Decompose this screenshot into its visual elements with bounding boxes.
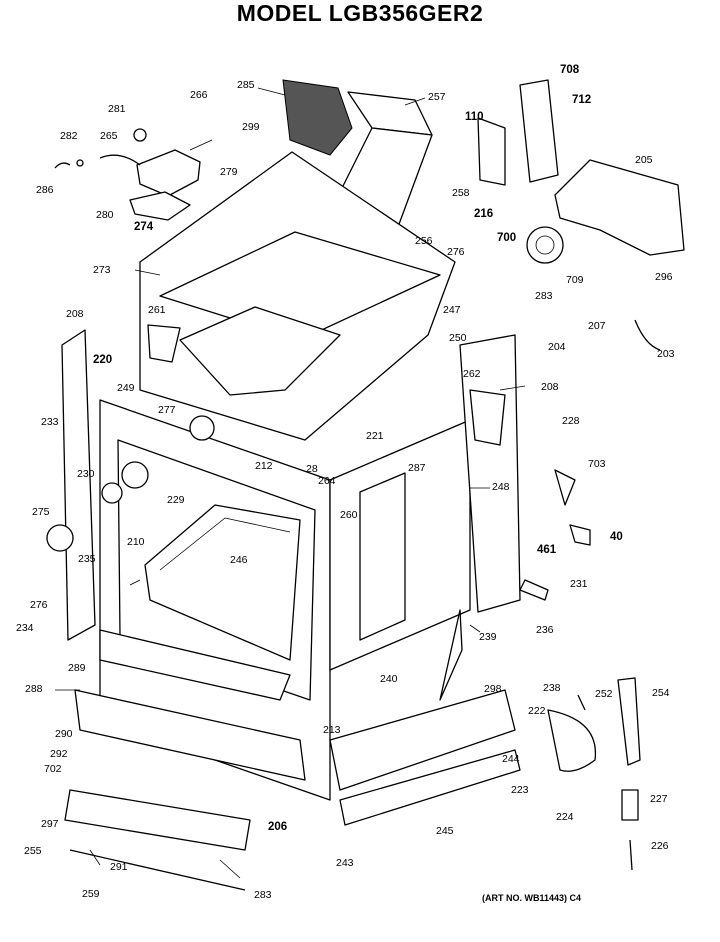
part-label: 700: [497, 232, 516, 244]
part-label: 234: [16, 622, 34, 634]
part-label: 283: [254, 889, 272, 901]
part-label: 288: [25, 683, 43, 695]
diagram-title: MODEL LGB356GER2: [236, 0, 484, 26]
part-label: 287: [408, 462, 426, 474]
part-label: 248: [492, 481, 510, 493]
part-label: 285: [237, 79, 255, 91]
part-label: 708: [560, 64, 580, 76]
part-label: 240: [380, 673, 398, 685]
part-label: 229: [167, 494, 185, 506]
part-label: 223: [511, 784, 529, 796]
part-label: 227: [650, 793, 668, 805]
part-label: 298: [484, 683, 502, 695]
part-label: 212: [255, 460, 273, 472]
part-label: 236: [536, 624, 554, 636]
part-label: 213: [323, 724, 341, 736]
part-label: 231: [570, 578, 588, 590]
part-label: 203: [657, 348, 675, 360]
part-label: 258: [452, 187, 470, 199]
part-label: 252: [595, 688, 613, 700]
control-bracket-708: [477, 79, 559, 186]
part-label: 712: [572, 94, 591, 106]
part-label: 244: [502, 753, 520, 765]
part-label: 292: [50, 748, 68, 760]
part-label: 210: [127, 536, 145, 548]
part-label: 262: [463, 368, 481, 380]
part-label: 273: [93, 264, 111, 276]
part-label: 281: [108, 103, 126, 115]
part-label: 239: [479, 631, 497, 643]
part-label: 226: [651, 840, 669, 852]
part-label: 702: [44, 763, 62, 775]
part-label: 286: [36, 184, 54, 196]
filter-screen-285: [282, 79, 353, 156]
part-label: 207: [588, 320, 606, 332]
part-label: 265: [100, 130, 118, 142]
part-label: 247: [443, 304, 461, 316]
part-label: 224: [556, 811, 574, 823]
part-label: 290: [55, 728, 73, 740]
part-label: 703: [588, 458, 606, 470]
part-label: 208: [541, 381, 559, 393]
part-label: 274: [134, 221, 154, 233]
part-label: 297: [41, 818, 59, 830]
part-label: 461: [537, 544, 557, 556]
part-label: 245: [436, 825, 454, 837]
part-label: 259: [82, 888, 100, 900]
part-label: 282: [60, 130, 78, 142]
part-label: 204: [548, 341, 566, 353]
part-label: 249: [117, 382, 135, 394]
part-label: 250: [449, 332, 467, 344]
part-label: 296: [655, 271, 673, 283]
part-label: 257: [428, 91, 446, 103]
part-label: 266: [190, 89, 208, 101]
part-label: 246: [230, 554, 248, 566]
part-label: 28: [306, 463, 318, 475]
part-label: 261: [148, 304, 166, 316]
part-label: 243: [336, 857, 354, 869]
part-label: 220: [93, 354, 112, 366]
part-label: 230: [77, 468, 95, 480]
part-label: 283: [535, 290, 553, 302]
part-label: 277: [158, 404, 176, 416]
part-label: 205: [635, 154, 653, 166]
part-label: 289: [68, 662, 86, 674]
cabinet-body: [46, 151, 521, 891]
part-label: 709: [566, 274, 584, 286]
part-label: 279: [220, 166, 238, 178]
part-label: 238: [543, 682, 561, 694]
part-number-labels: 285 266 257 708 712 281 299 110 282 265 …: [16, 64, 675, 901]
part-label: 280: [96, 209, 114, 221]
part-label: 264: [318, 475, 336, 487]
part-label: 110: [465, 111, 484, 123]
part-label: 222: [528, 705, 546, 717]
loose-parts-right: [519, 319, 661, 871]
part-label: 260: [340, 509, 358, 521]
burner-valve-assembly: [54, 128, 201, 221]
leader-lines: [55, 87, 526, 879]
rear-panel-205: [526, 159, 685, 264]
art-number: (ART NO. WB11443) C4: [482, 893, 582, 903]
part-label: 299: [242, 121, 260, 133]
part-label: 228: [562, 415, 580, 427]
part-label: 255: [24, 845, 42, 857]
part-label: 256: [415, 235, 433, 247]
part-label: 208: [66, 308, 84, 320]
part-label: 235: [78, 553, 96, 565]
part-label: 275: [32, 506, 50, 518]
part-label: 40: [610, 531, 623, 543]
part-label: 221: [366, 430, 384, 442]
part-label: 254: [652, 687, 670, 699]
part-label: 233: [41, 416, 59, 428]
part-label: 291: [110, 861, 128, 873]
part-label: 206: [268, 821, 287, 833]
part-label: 276: [447, 246, 465, 258]
part-label: 216: [474, 208, 493, 220]
part-label: 276: [30, 599, 48, 611]
